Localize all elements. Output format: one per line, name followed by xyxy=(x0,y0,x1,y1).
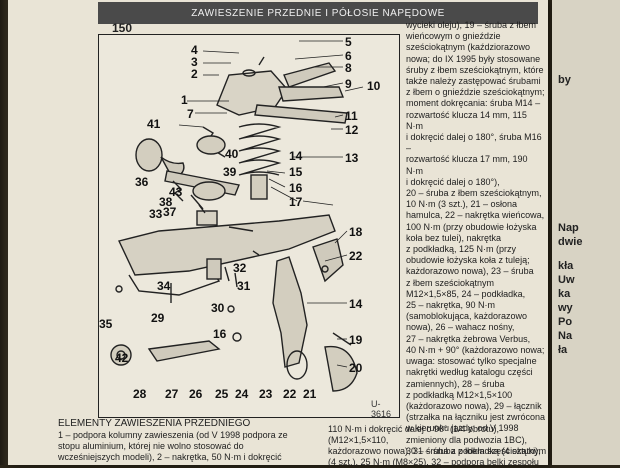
callout-28: 28 xyxy=(133,387,147,401)
callout-6: 6 xyxy=(345,49,352,63)
callout-29: 29 xyxy=(151,311,165,325)
adjacent-line-1: Nap xyxy=(558,222,579,234)
caption-title: ELEMENTY ZAWIESZENIA PRZEDNIEGO xyxy=(58,418,251,429)
callout-35: 35 xyxy=(99,317,113,331)
callout-15: 15 xyxy=(289,165,303,179)
callout-16: 16 xyxy=(289,181,303,195)
callout-32: 32 xyxy=(233,261,247,275)
callout-36: 36 xyxy=(135,175,149,189)
adjacent-line-5: Uw xyxy=(558,274,575,286)
callout-14-bottom: 14 xyxy=(349,297,363,311)
callout-37: 37 xyxy=(163,205,177,219)
adjacent-line-2: dwie xyxy=(558,236,583,248)
callout-25: 25 xyxy=(215,387,229,401)
callout-34: 34 xyxy=(157,279,171,293)
callout-33: 33 xyxy=(149,207,163,221)
callout-11: 11 xyxy=(345,109,358,123)
book-spine-shadow xyxy=(0,0,10,465)
callout-21: 21 xyxy=(303,387,317,401)
callout-3: 3 xyxy=(191,55,198,69)
callout-12: 12 xyxy=(345,123,359,137)
callout-2: 2 xyxy=(191,67,198,81)
page-header: ZAWIESZENIE PRZEDNIE I PÓŁOSIE NAPĘDOWE xyxy=(98,2,538,24)
page-number: 150 xyxy=(112,21,133,35)
adjacent-line-9: Na xyxy=(558,330,573,342)
callout-17: 17 xyxy=(289,195,303,209)
callout-22-lower: 22 xyxy=(283,387,297,401)
caption-text: 1 – podpora kolumny zawieszenia (od V 19… xyxy=(58,430,288,462)
adjacent-line-4: kła xyxy=(558,260,574,272)
callout-8: 8 xyxy=(345,61,352,75)
adjacent-line-3: by xyxy=(558,74,571,86)
callout-16-lower: 16 xyxy=(213,327,227,341)
callout-4: 4 xyxy=(191,43,198,57)
adjacent-page: Nap dwie by kła Uw ka wy Po Na ła xyxy=(552,0,620,465)
callout-14-top: 14 xyxy=(289,149,303,163)
callout-5: 5 xyxy=(345,35,352,49)
callout-43: 43 xyxy=(169,185,183,199)
callout-1: 1 xyxy=(181,93,188,107)
right-column-text: wycieki oleju), 19 – śruba z łbem wieńco… xyxy=(406,20,546,457)
callout-30: 30 xyxy=(211,301,225,315)
callout-22: 22 xyxy=(349,249,363,263)
strut-mount-drawing xyxy=(110,56,358,392)
diagram-drawing xyxy=(110,40,364,392)
callout-10: 10 xyxy=(367,79,381,93)
callout-26: 26 xyxy=(189,387,203,401)
callout-38: 38 xyxy=(159,195,173,209)
callout-39: 39 xyxy=(223,165,237,179)
callout-31: 31 xyxy=(237,279,251,293)
adjacent-line-8: Po xyxy=(558,316,573,328)
bottom-column-text: 110 N·m i dokręcić dalej o 90° (1/4 obro… xyxy=(328,424,547,467)
callout-leader-lines xyxy=(178,40,364,368)
suspension-exploded-diagram: 4 3 2 1 7 41 40 39 36 43 38 37 33 5 6 8 … xyxy=(98,34,400,419)
callout-27: 27 xyxy=(165,387,179,401)
callout-18: 18 xyxy=(349,225,363,239)
callout-24: 24 xyxy=(235,387,249,401)
figure-code: U-3616 xyxy=(371,399,392,419)
adjacent-line-6: ka xyxy=(558,288,571,300)
callout-19: 19 xyxy=(349,333,363,347)
callout-23: 23 xyxy=(259,387,273,401)
callout-40: 40 xyxy=(225,147,239,161)
callout-9: 9 xyxy=(345,77,352,91)
callout-7: 7 xyxy=(187,107,194,121)
callout-42: 42 xyxy=(115,351,129,365)
adjacent-line-10: ła xyxy=(558,344,568,356)
callout-41: 41 xyxy=(147,117,161,131)
callout-13: 13 xyxy=(345,151,359,165)
adjacent-line-7: wy xyxy=(558,302,573,314)
callout-20: 20 xyxy=(349,361,363,375)
right-column-paragraph: wycieki oleju), 19 – śruba z łbem wieńco… xyxy=(406,20,546,456)
